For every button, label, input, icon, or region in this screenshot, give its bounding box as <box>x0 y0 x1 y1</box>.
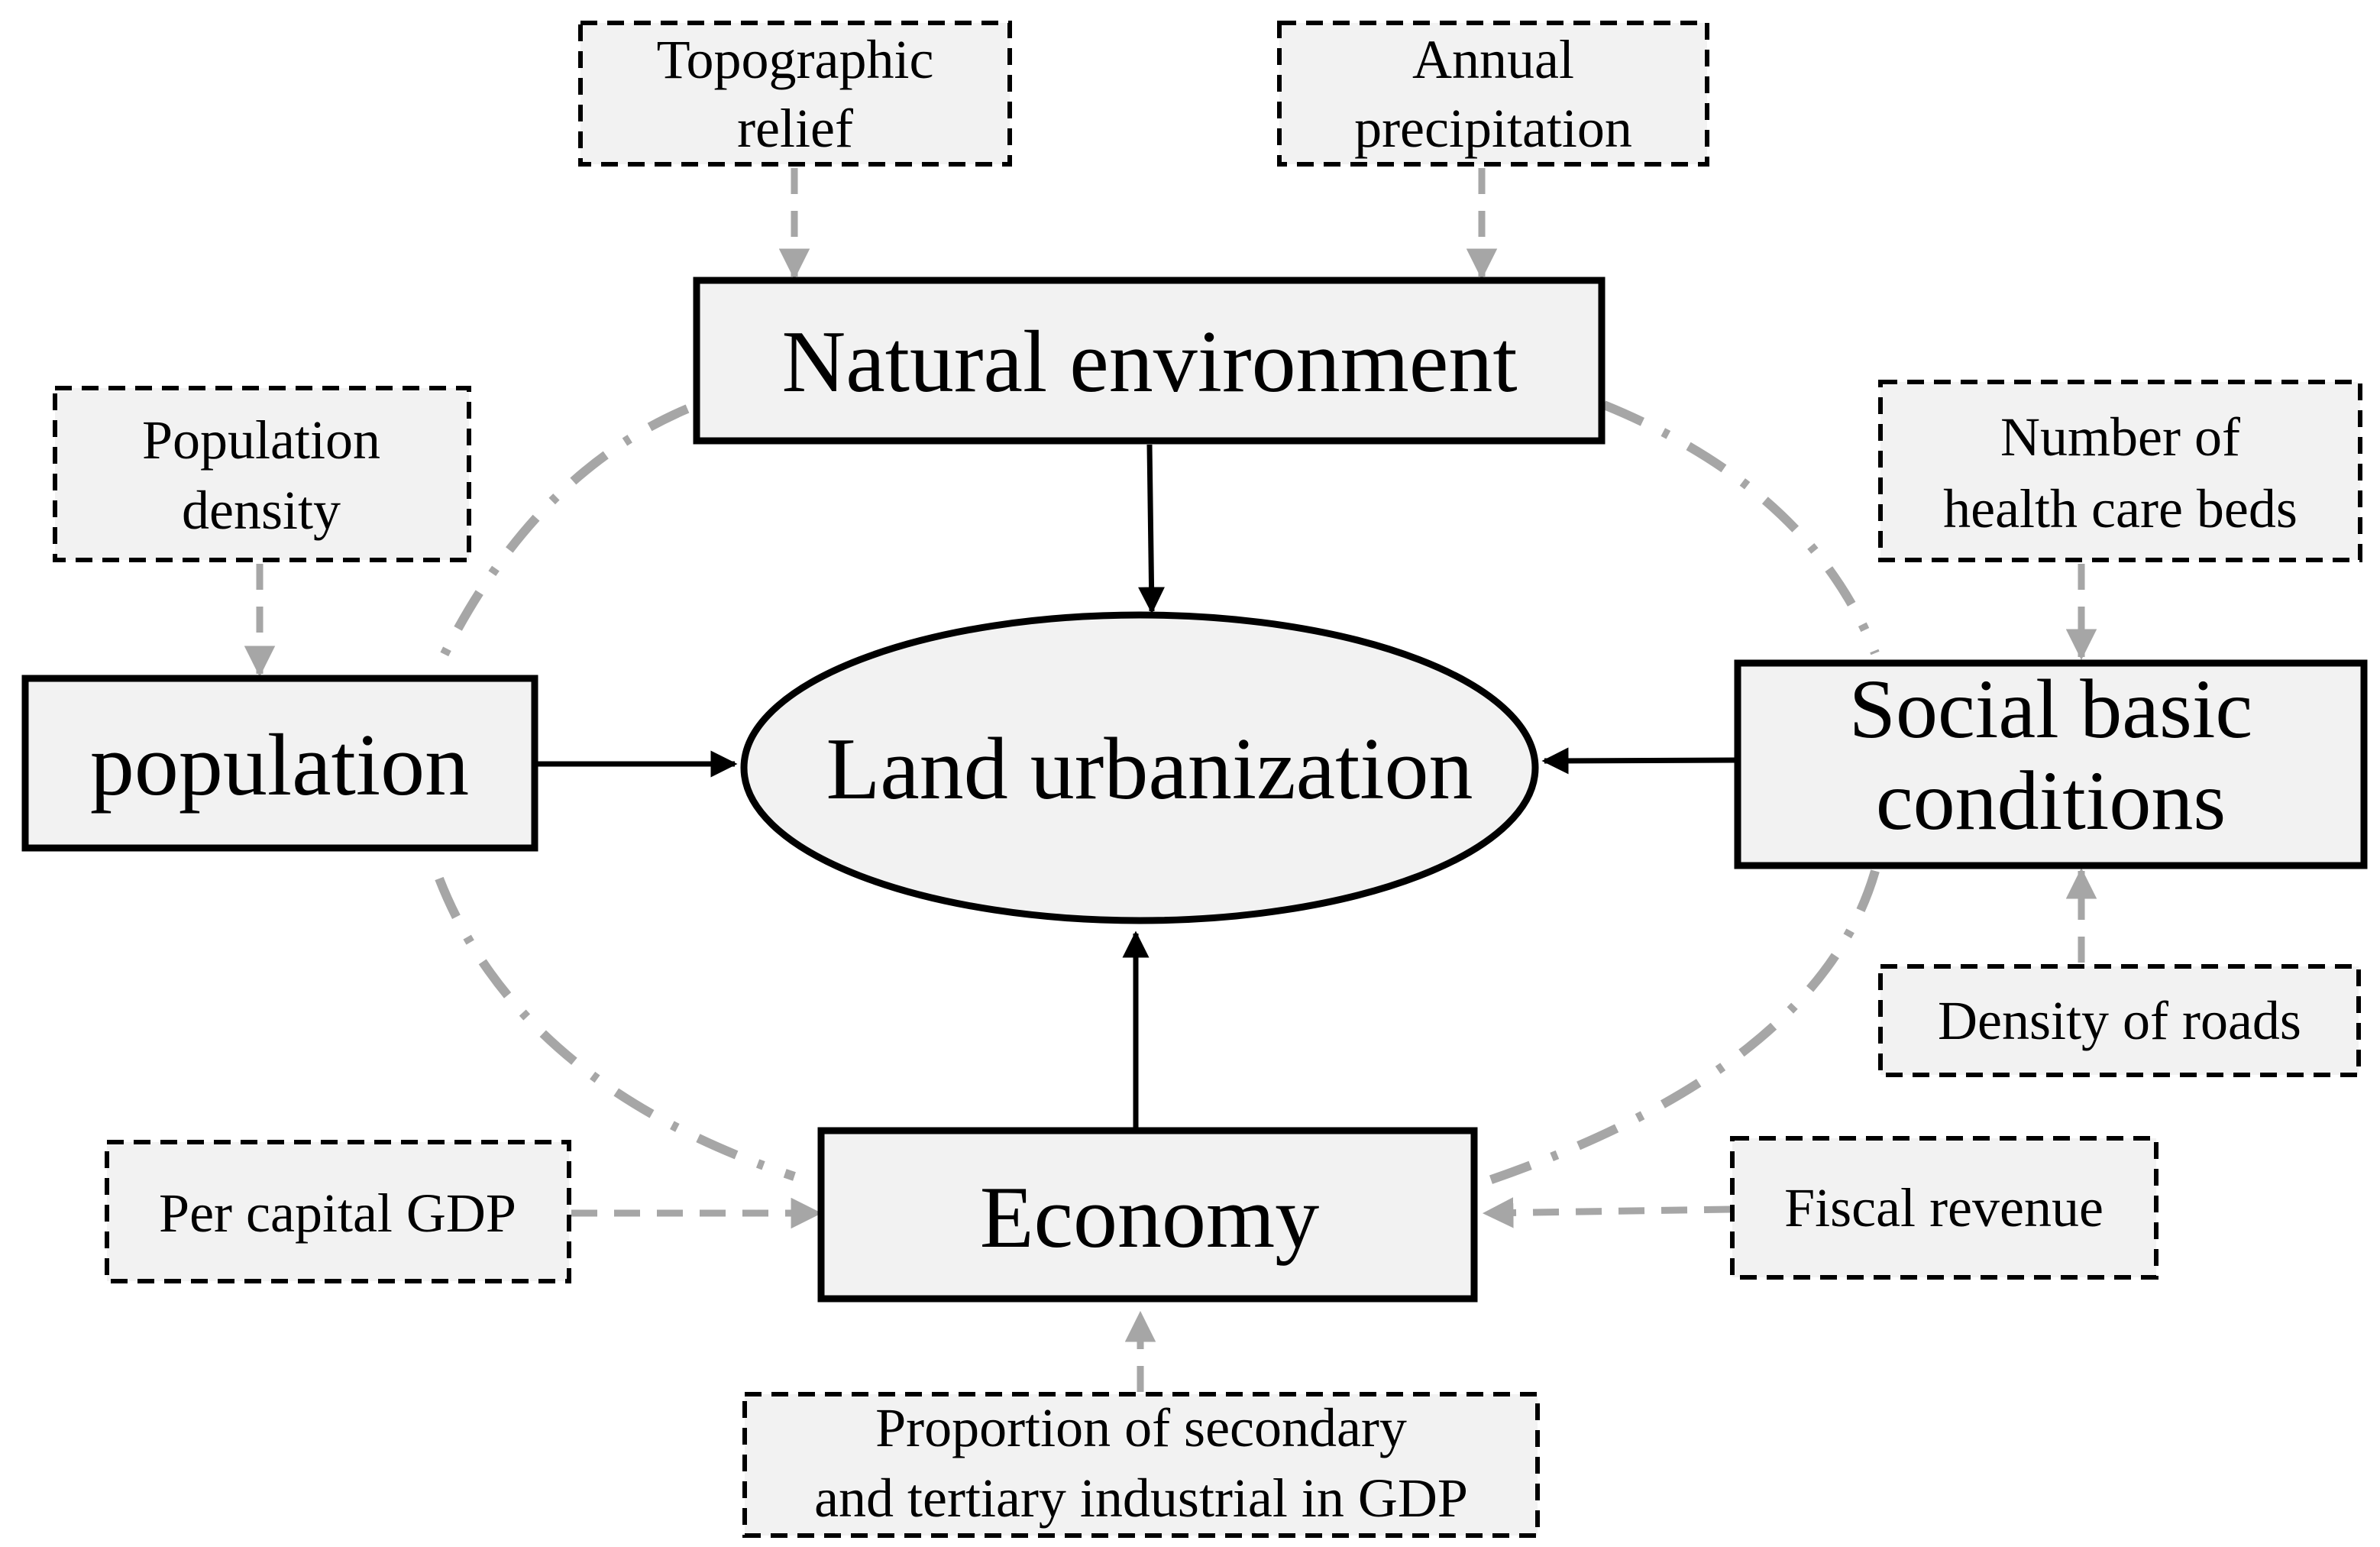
population-box: population <box>21 675 538 852</box>
land-urbanization-label: Land urbanization <box>826 720 1473 818</box>
industry-proportion-line1: Proportion of secondary <box>875 1397 1407 1458</box>
industry-proportion-box: Proportion of secondary and tertiary ind… <box>742 1392 1540 1538</box>
social-basic-label-line2: conditions <box>1876 754 2226 847</box>
ring-segment-bottom-right <box>1476 869 1880 1189</box>
population-label: population <box>90 717 469 814</box>
per-capital-gdp-box: Per capital GDP <box>105 1140 571 1283</box>
per-capital-gdp-label: Per capital GDP <box>159 1183 516 1244</box>
fiscal-revenue-box: Fiscal revenue <box>1730 1136 2158 1280</box>
annual-precipitation-line1: Annual <box>1412 29 1574 90</box>
topographic-relief-line2: relief <box>737 98 853 159</box>
topographic-relief-box: Topographic relief <box>578 21 1012 167</box>
population-density-box: Population density <box>53 386 471 562</box>
natural-environment-label: Natural environment <box>781 313 1517 411</box>
land-urbanization-node: Land urbanization <box>740 611 1539 924</box>
arrow-natural-to-center <box>1138 444 1166 614</box>
population-density-line2: density <box>182 480 341 541</box>
ring-segment-top-left <box>438 404 690 659</box>
ring-segment-top-right <box>1602 400 1880 655</box>
arrow-social-to-center <box>1541 747 1736 775</box>
health-care-beds-box: Number of health care beds <box>1878 380 2362 562</box>
population-density-line1: Population <box>142 409 380 471</box>
natural-environment-box: Natural environment <box>693 277 1606 445</box>
social-basic-label-line1: Social basic <box>1849 662 2252 756</box>
ring-segment-bottom-left <box>435 876 796 1181</box>
interaction-ring <box>435 400 1880 1189</box>
economy-box: Economy <box>817 1127 1478 1303</box>
indicator-arrows <box>244 168 2097 1392</box>
density-of-roads-box: Density of roads <box>1878 964 2361 1077</box>
factor-arrows <box>536 444 1736 1128</box>
economy-label: Economy <box>980 1169 1320 1267</box>
fiscal-revenue-label: Fiscal revenue <box>1784 1177 2104 1238</box>
topographic-relief-line1: Topographic <box>657 29 934 90</box>
annual-precipitation-line2: precipitation <box>1354 98 1632 159</box>
density-of-roads-label: Density of roads <box>1938 990 2301 1051</box>
annual-precipitation-box: Annual precipitation <box>1277 21 1709 167</box>
arrow-fiscal-to-economy <box>1482 1197 1731 1228</box>
health-care-beds-line1: Number of <box>2000 406 2240 468</box>
health-care-beds-line2: health care beds <box>1943 478 2298 539</box>
industry-proportion-line2: and tertiary industrial in GDP <box>814 1468 1468 1529</box>
social-basic-conditions-box: Social basic conditions <box>1734 659 2368 869</box>
